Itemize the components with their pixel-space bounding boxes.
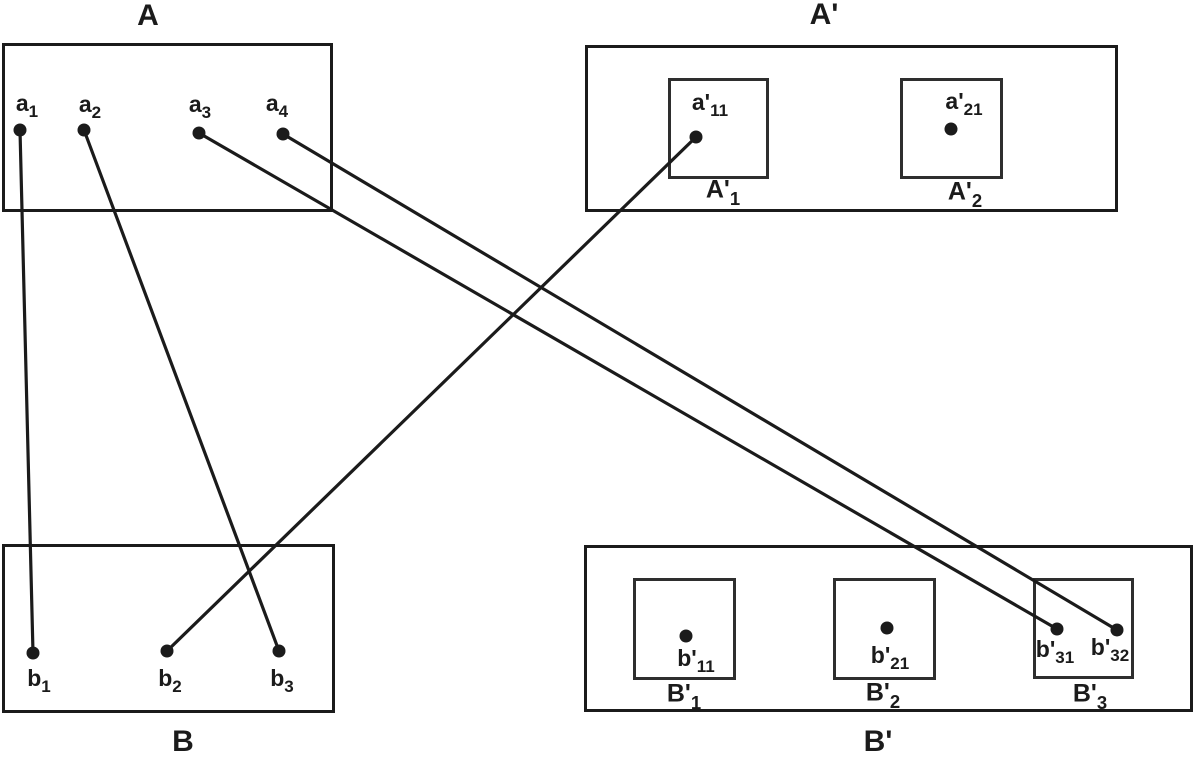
point-a21 <box>944 122 958 136</box>
point-b32-label-base: b' <box>1090 633 1111 660</box>
point-a4-label-base: a <box>265 89 279 116</box>
point-b2-label: b2 <box>158 664 182 697</box>
set-b-title: B <box>172 725 194 757</box>
point-b11-label: b'11 <box>677 644 715 677</box>
set-a-prime-title: A' <box>809 0 839 31</box>
subset-a1-label: A'1 <box>705 175 741 209</box>
subset-a1-label-sub: 1 <box>729 187 741 209</box>
point-a2-label: a2 <box>78 90 102 123</box>
point-a4 <box>276 127 290 141</box>
point-a21-label-sub: 21 <box>963 100 983 120</box>
point-b31-label-sub: 31 <box>1055 648 1075 668</box>
point-a4-label: a4 <box>265 89 289 122</box>
point-b11-label-base: b' <box>677 644 697 671</box>
point-a2-label-base: a <box>78 90 92 117</box>
point-a11-label-base: a' <box>691 88 711 115</box>
point-a11 <box>689 130 703 144</box>
subset-b1-label-base: B' <box>666 679 691 708</box>
point-b31-label: b'31 <box>1035 635 1075 668</box>
point-b1-label-base: b <box>27 664 42 691</box>
set-a-title: A <box>137 0 159 32</box>
subset-a2-label: A'2 <box>947 177 983 211</box>
subset-b1-label: B'1 <box>666 679 702 713</box>
point-b3-label-sub: 3 <box>284 677 294 697</box>
point-a3-label-sub: 3 <box>201 103 212 123</box>
point-b11-label-sub: 11 <box>696 657 715 677</box>
point-a21-label-base: a' <box>945 87 964 114</box>
point-b1-label-sub: 1 <box>41 677 51 697</box>
point-b1 <box>26 646 40 660</box>
point-b21-label-sub: 21 <box>890 654 910 674</box>
point-b11 <box>679 629 693 643</box>
point-a2 <box>77 123 91 137</box>
point-a1-label-sub: 1 <box>28 102 39 122</box>
subset-b2-label-base: B' <box>865 678 890 707</box>
point-b2-label-base: b <box>158 664 173 691</box>
point-a11-label: a'11 <box>691 88 729 121</box>
point-b2-label-sub: 2 <box>172 677 182 697</box>
point-b1-label: b1 <box>27 664 51 697</box>
subset-b3-label: B'3 <box>1072 679 1108 713</box>
point-b2 <box>160 644 174 658</box>
point-b31-label-base: b' <box>1035 635 1056 662</box>
point-b3-label-base: b <box>270 664 285 691</box>
point-b21-label-base: b' <box>870 641 891 668</box>
point-a2-label-sub: 2 <box>91 103 102 123</box>
point-a3-label-base: a <box>188 90 202 117</box>
subset-b3-label-sub: 3 <box>1096 691 1108 713</box>
subset-a2-label-base: A' <box>947 177 972 206</box>
point-b31 <box>1050 622 1064 636</box>
point-b32-label: b'32 <box>1090 633 1130 666</box>
subset-b2-label-sub: 2 <box>889 690 901 712</box>
point-b3-label: b3 <box>270 664 294 697</box>
point-a1-label: a1 <box>15 89 39 122</box>
point-b32-label-sub: 32 <box>1110 646 1130 666</box>
point-a21-label: a'21 <box>945 87 983 120</box>
subset-b1-label-sub: 1 <box>690 691 702 713</box>
subset-a1-label-base: A' <box>705 175 730 204</box>
point-b21 <box>880 621 894 635</box>
point-a11-label-sub: 11 <box>710 101 729 121</box>
point-b32 <box>1110 623 1124 637</box>
subset-a2-label-sub: 2 <box>971 189 983 211</box>
point-a1 <box>13 123 27 137</box>
point-a1-label-base: a <box>15 89 29 116</box>
set-b-prime-title: B' <box>863 725 893 757</box>
subset-b2-label: B'2 <box>865 678 901 712</box>
point-a3 <box>192 126 206 140</box>
subset-b3-label-base: B' <box>1072 679 1097 708</box>
point-a3-label: a3 <box>188 90 212 123</box>
point-b3 <box>272 644 286 658</box>
point-b21-label: b'21 <box>870 641 910 674</box>
set-a-prime-box <box>585 45 1118 212</box>
point-a4-label-sub: 4 <box>278 102 289 122</box>
